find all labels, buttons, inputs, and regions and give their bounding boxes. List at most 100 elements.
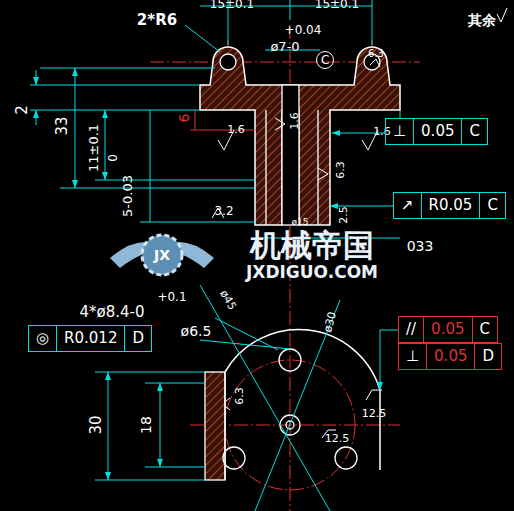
frame-cell: 0.05 <box>426 344 474 369</box>
drawing-stroke <box>108 372 109 480</box>
drawing-stroke <box>72 180 78 188</box>
dimension-text: 18 <box>139 416 153 434</box>
drawing-stroke <box>190 130 255 131</box>
drawing-stroke <box>372 0 373 45</box>
frame-cell: D <box>474 344 501 369</box>
drawing-stroke <box>160 383 161 467</box>
drawing-stroke <box>220 54 236 70</box>
dimension-text: 6 <box>177 114 191 123</box>
frame-cell: 0.05 <box>413 119 461 144</box>
dimension-text: ø45 <box>218 288 238 311</box>
dimension-text: ø30 <box>322 311 338 334</box>
dimension-text: ø15 <box>292 218 309 227</box>
dimension-text: ø7-0 <box>270 40 299 53</box>
dimension-text: ø6.5 <box>181 324 212 338</box>
drawing-stroke <box>380 330 398 331</box>
drawing-stroke <box>275 118 285 130</box>
dimension-text: 3.2 <box>214 205 233 217</box>
drawing-stroke <box>95 180 255 181</box>
dimension-text: 33 <box>55 116 70 135</box>
drawing-stroke <box>380 330 381 390</box>
watermark: 机械帝国 <box>250 230 374 261</box>
drawing-stroke <box>317 110 318 225</box>
drawing-stroke <box>150 110 151 222</box>
drawing-stroke <box>212 8 507 438</box>
drawing-stroke <box>497 8 507 22</box>
dimension-text: 033 <box>407 239 434 253</box>
drawing-stroke <box>40 68 215 69</box>
drawing-stroke <box>157 459 163 467</box>
dimension-text: 11±0.1 <box>87 124 100 172</box>
drawing-stroke <box>105 472 111 480</box>
drawing-stroke <box>60 188 255 189</box>
drawing-stroke <box>223 447 245 469</box>
dimension-text: +0.04 <box>285 24 322 36</box>
datum-circle: C <box>316 51 334 69</box>
drawing-stroke <box>195 110 196 130</box>
drawing-stroke <box>110 235 214 275</box>
dimension-text: 15±0.1 <box>210 0 254 10</box>
drawing-stroke <box>150 25 420 511</box>
dimension-text: 12.5 <box>325 433 350 444</box>
dimension-text: 12.5 <box>362 408 387 419</box>
dimension-text: 4*ø8.4-0 <box>79 305 144 320</box>
frame-cell: C <box>461 119 486 144</box>
drawing-stroke <box>30 110 200 111</box>
watermark: JXDIGUO.COM <box>246 264 378 281</box>
dimension-text: 6.3 <box>335 161 346 179</box>
dimension-text: 2 <box>15 105 30 115</box>
drawing-stroke <box>225 330 380 470</box>
drawing-stroke <box>205 372 225 480</box>
dimension-text: 2*R6 <box>137 13 177 28</box>
drawing-stroke <box>215 318 278 350</box>
dimension-text: 1.6 <box>373 126 391 137</box>
drawing-stroke <box>370 59 380 67</box>
frame-cell: D <box>124 326 151 351</box>
drawing-stroke <box>145 467 205 468</box>
dimension-text: 1.6 <box>227 124 245 135</box>
drawing-stroke <box>220 54 380 225</box>
frame-cell: ⊥ <box>386 119 413 144</box>
drawing-stroke <box>318 168 328 180</box>
tolerance-frame: ◎R0.012D <box>28 325 152 352</box>
tolerance-frame: ⊥0.05C <box>385 118 488 145</box>
drawing-stroke <box>102 172 108 180</box>
dimension-text: 1.6 <box>289 112 300 130</box>
drawing-stroke <box>290 0 291 20</box>
drawing-stroke <box>190 110 255 130</box>
drawing-stroke <box>145 383 205 384</box>
dimension-text: 6.3 <box>368 49 384 59</box>
drawing-stroke <box>33 68 340 209</box>
drawing-stroke <box>200 47 400 225</box>
frame-cell: // <box>399 317 423 342</box>
frame-cell: ◎ <box>29 326 56 351</box>
drawing-stroke <box>255 300 340 511</box>
drawing-stroke <box>102 110 108 118</box>
drawing-stroke <box>279 349 301 371</box>
frame-cell: ↗ <box>394 193 421 218</box>
dimension-text: 15±0.1 <box>315 0 359 10</box>
frame-cell: 0.05 <box>423 317 471 342</box>
drawing-stroke <box>95 480 205 481</box>
tolerance-frame: //0.05C <box>398 316 498 343</box>
dimension-text: 0 <box>107 154 119 162</box>
drawing-stroke <box>400 110 401 118</box>
drawing-stroke <box>377 382 383 390</box>
drawing-stroke <box>223 349 357 480</box>
drawing-stroke <box>200 285 330 511</box>
watermark: JX <box>154 248 170 262</box>
frame-cell: R0.012 <box>56 326 124 351</box>
tolerance-frame: ↗R0.05C <box>393 192 506 219</box>
frame-cell: C <box>317 52 333 68</box>
dimension-text: 5-0.03 <box>121 175 134 217</box>
drawing-stroke <box>33 77 39 85</box>
drawing-stroke <box>30 85 200 86</box>
drawing-stroke <box>142 235 182 275</box>
drawing-stroke <box>335 447 357 469</box>
drawing-stroke <box>105 372 111 380</box>
drawing-stroke <box>157 383 163 391</box>
dimension-text: 其余 <box>468 13 496 27</box>
drawing-stroke <box>224 372 225 480</box>
frame-cell: C <box>479 193 504 218</box>
frame-cell: ⊥ <box>399 344 426 369</box>
